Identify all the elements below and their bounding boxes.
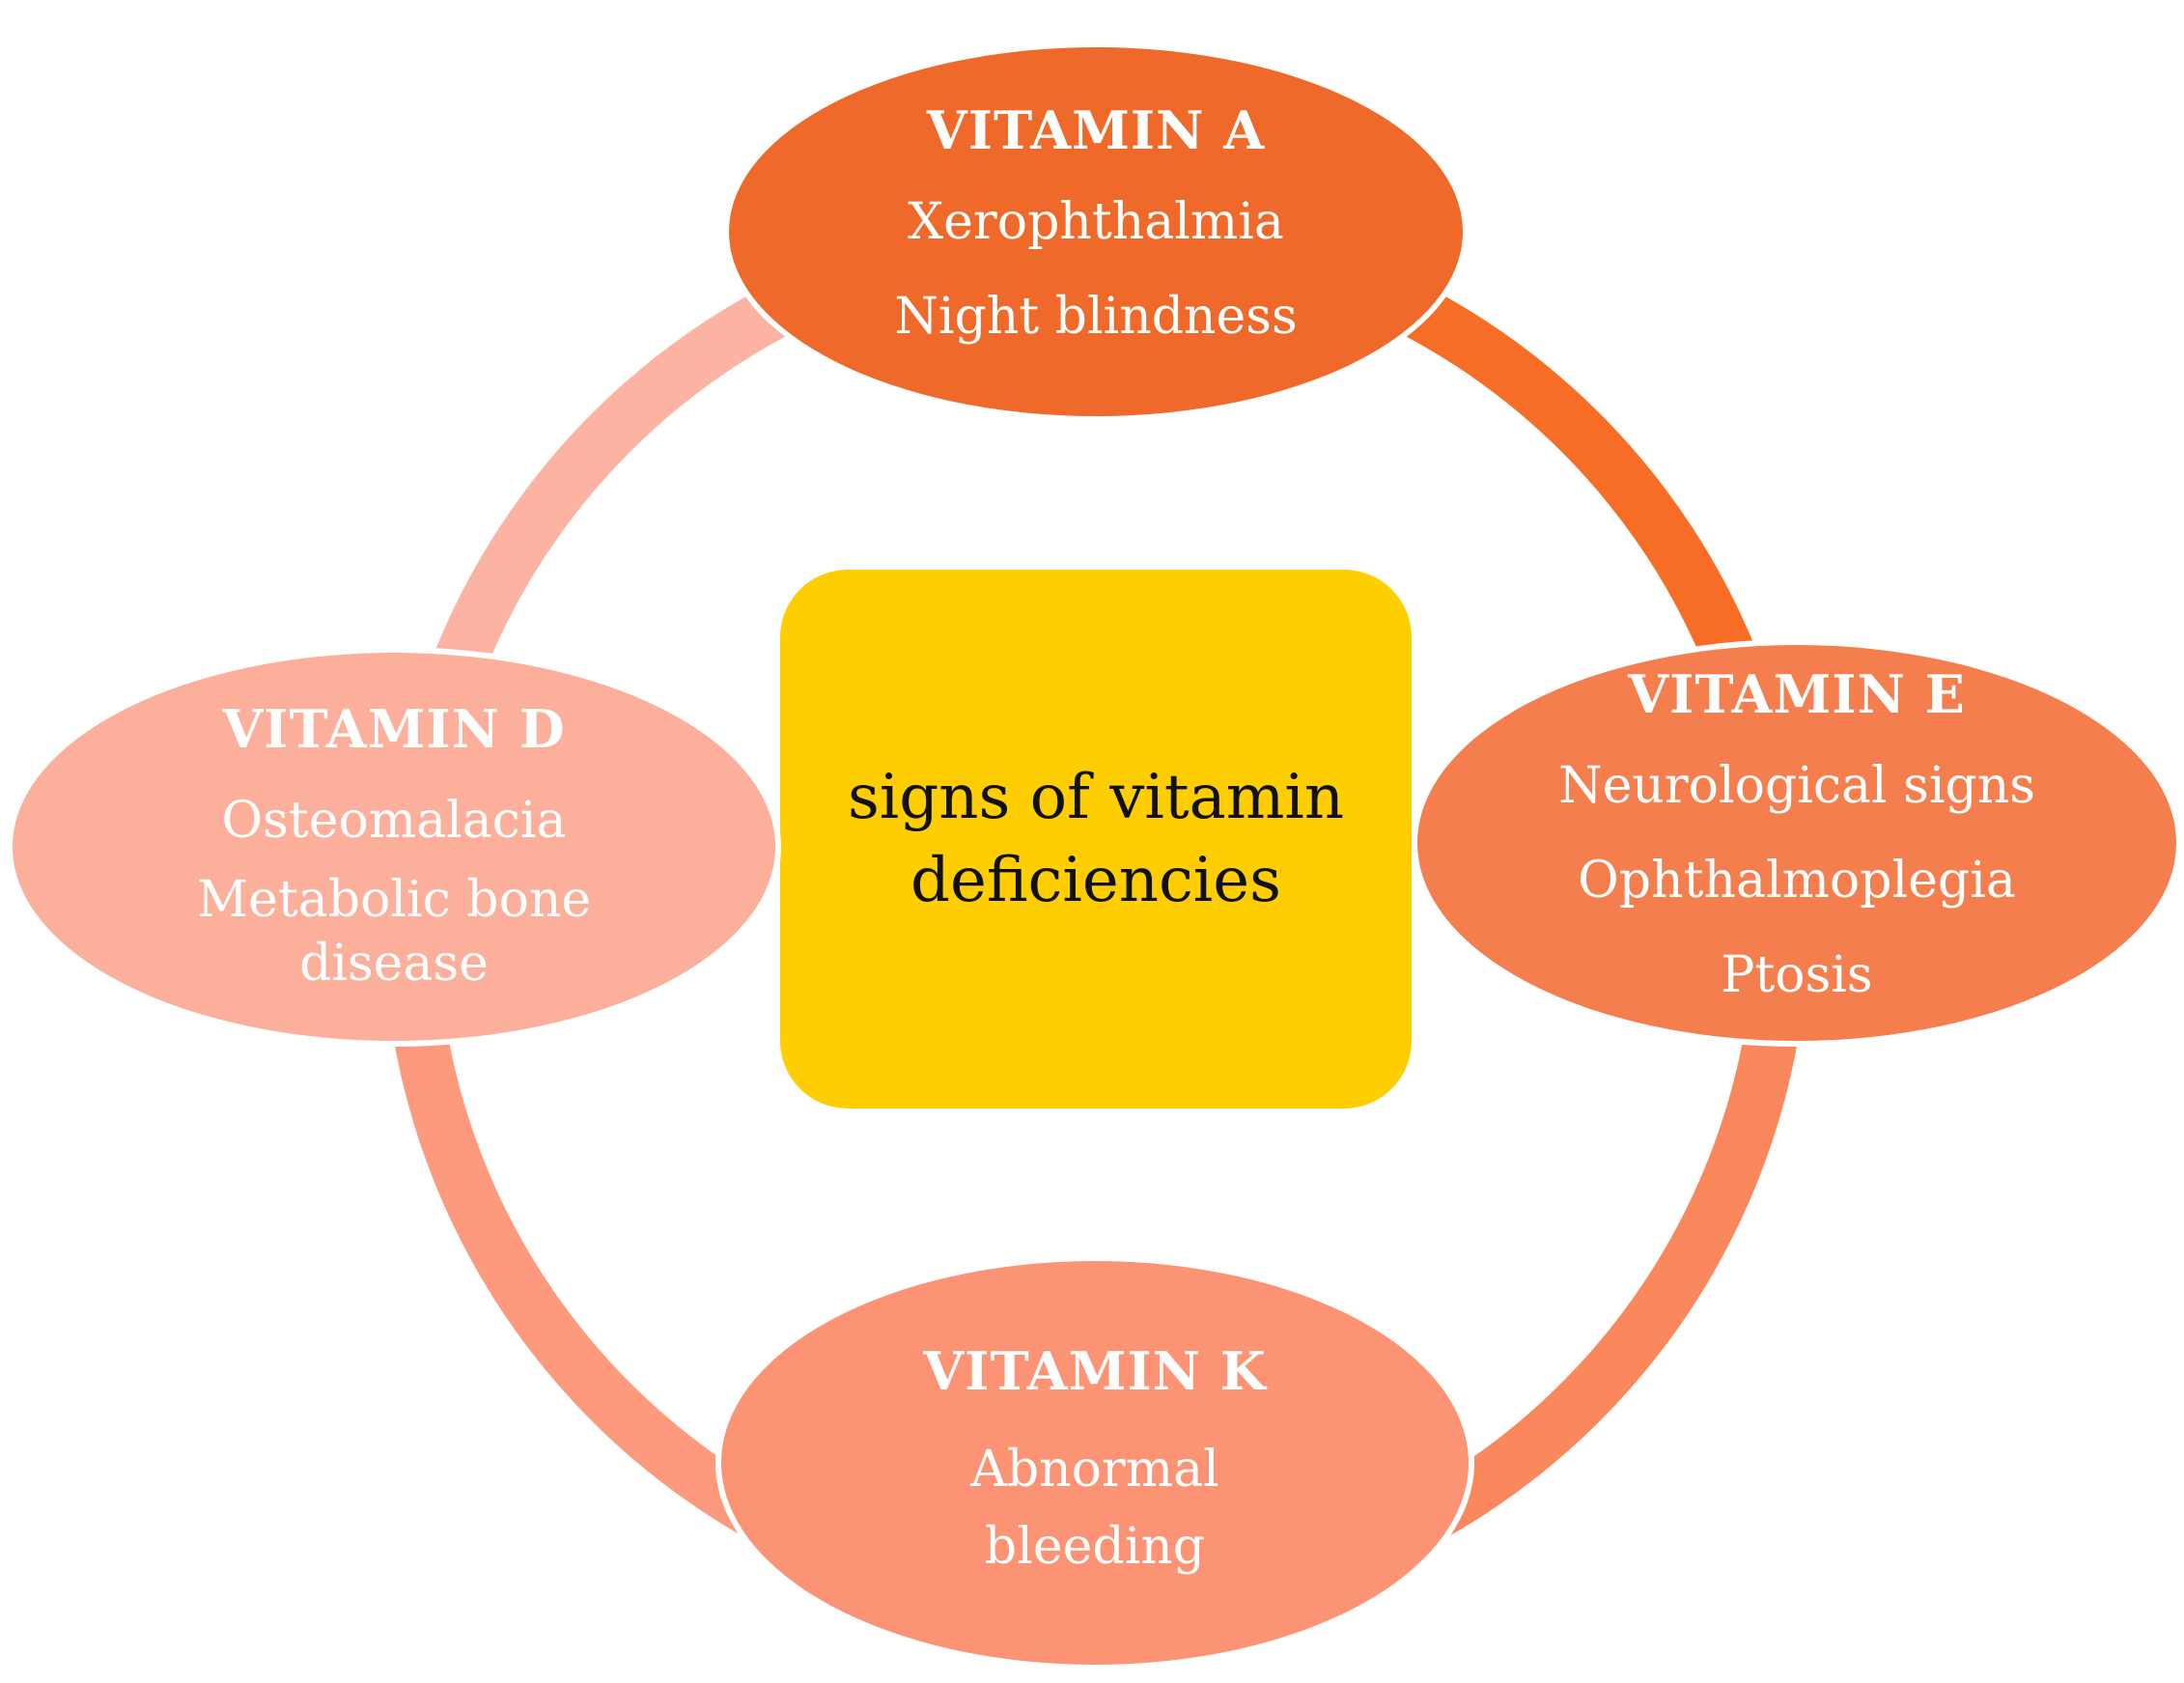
center-title: signs of vitamin deficiencies (847, 762, 1345, 916)
vitamin-e-sign: Ptosis (1721, 946, 1873, 1004)
vitamin-a-sign: Night blindness (894, 288, 1298, 346)
vitamin-d-sign-line: Metabolic bone (196, 871, 592, 929)
vitamin-d-sign: Osteomalacia (221, 792, 567, 850)
vitamin-k-node: VITAMIN K Abnormal bleeding (721, 1261, 1469, 1665)
vitamin-e-sign: Neurological signs (1558, 757, 2035, 815)
vitamin-a-sign: Xerophthalmia (908, 193, 1284, 251)
vitamin-e-heading: VITAMIN E (1628, 663, 1966, 725)
vitamin-e-sign: Ophthalmoplegia (1578, 852, 2016, 910)
vitamin-k-heading: VITAMIN K (923, 1340, 1267, 1402)
vitamin-a-heading: VITAMIN A (926, 99, 1266, 161)
vitamin-e-node: VITAMIN E Neurological signs Ophthalmopl… (1417, 645, 2176, 1041)
vitamin-k-sign-line: Abnormal (970, 1441, 1219, 1499)
vitamin-k-sign-line: bleeding (984, 1518, 1206, 1576)
vitamin-a-node: VITAMIN A Xerophthalmia Night blindness (729, 47, 1463, 416)
vitamin-d-heading: VITAMIN D (222, 698, 566, 760)
vitamin-d-node: VITAMIN D Osteomalacia Metabolic bone di… (13, 653, 775, 1041)
vitamin-d-sign-line: disease (299, 935, 489, 993)
center-box: signs of vitamin deficiencies (780, 570, 1412, 1108)
